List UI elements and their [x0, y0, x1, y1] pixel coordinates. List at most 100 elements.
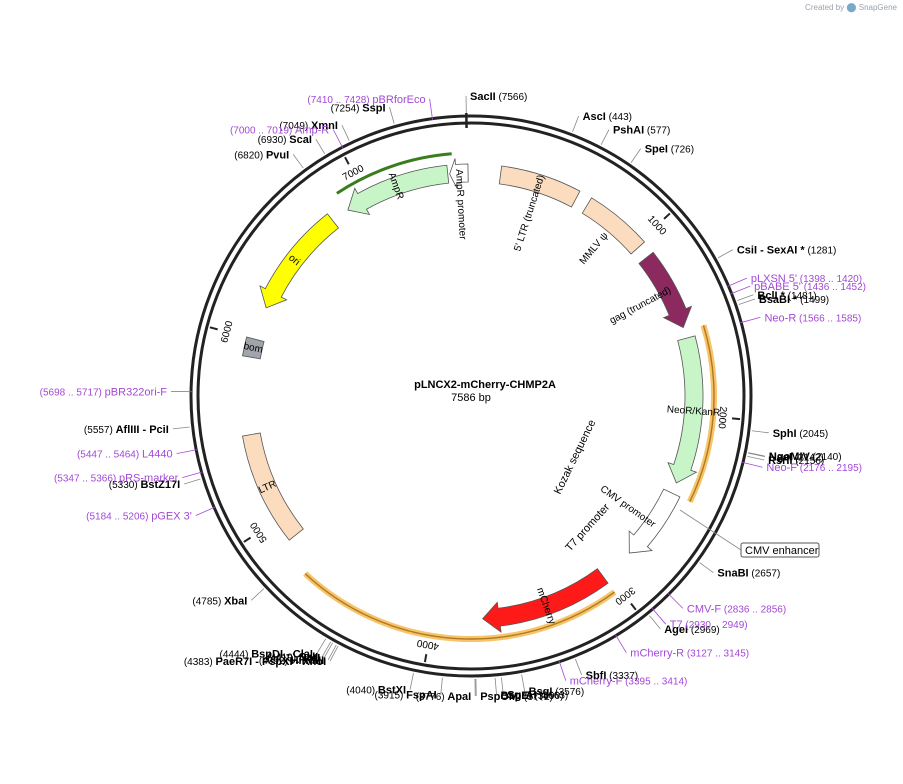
leader-line — [630, 148, 642, 163]
enzyme-site-bcli: BclI * (1481) — [757, 290, 816, 302]
leader-line — [737, 294, 754, 301]
ring-tick-mark — [344, 156, 350, 165]
leader-line — [494, 677, 497, 695]
created-by-credit: Created by ⬤ SnapGene — [805, 2, 897, 13]
primer-plxsn-5: pLXSN 5' (1398 .. 1420) — [751, 273, 862, 285]
leader-line — [251, 588, 265, 601]
plasmid-length: 7586 bp — [451, 392, 491, 404]
primer-leader — [332, 129, 344, 149]
primer-leader — [429, 98, 433, 120]
inner-label-kozak: Kozak sequence — [552, 418, 598, 496]
enzyme-site-sgrai: SgrAI (3663) — [507, 689, 568, 701]
enzyme-site-spei: SpeI (726) — [645, 144, 694, 156]
feature-label-mmlv: MMLV ψ — [578, 231, 611, 267]
feature-bom — [242, 336, 265, 360]
leader-line — [409, 673, 414, 690]
highlight-arc-orange-core — [689, 325, 715, 503]
backbone-ring — [189, 114, 753, 678]
leader-line — [699, 562, 714, 574]
leader-line — [521, 674, 526, 692]
enzyme-site-pspomi: PspOMI (3772) — [480, 691, 553, 703]
enzyme-site-pvui: (6820) PvuI — [234, 149, 289, 161]
leader-line — [323, 642, 333, 658]
ring-tick-mark — [663, 212, 671, 220]
enzyme-site-xmni: (7049) XmnI — [279, 120, 338, 132]
ring-tick-label: 6000 — [219, 319, 235, 344]
leader-line — [321, 641, 332, 657]
highlight-arc-orange-core — [304, 573, 615, 640]
ring-tick-label: 7000 — [341, 163, 366, 183]
enzyme-site-asci: AscI (443) — [583, 111, 632, 123]
ring-tick-mark — [209, 326, 218, 331]
feature-mcherry — [482, 568, 609, 633]
enzyme-site-bstxi: (4040) BstXI — [346, 685, 406, 697]
enzyme-site-bsabi: BsaBI * (1499) — [759, 294, 829, 306]
feature-label-ori: ori — [286, 253, 302, 268]
primer-t7: T7 (2930 .. 2949) — [670, 619, 748, 631]
cmv-enhancer-callout: CMV enhancer — [679, 509, 820, 558]
primer-leader — [741, 461, 763, 468]
primer-prs-marker: (5347 .. 5366) pRS-marker — [54, 473, 179, 485]
primer-leader — [615, 634, 627, 653]
leader-line — [717, 249, 734, 259]
feature-gag-truncated — [638, 251, 693, 329]
leader-line — [389, 107, 395, 124]
ring-tick-mark — [731, 417, 741, 421]
enzyme-site-apai: (3776) ApaI — [416, 691, 472, 703]
ring-tick-label: 2000 — [715, 406, 728, 430]
leader-line — [748, 452, 765, 457]
leader-line — [574, 658, 583, 676]
enzyme-site-paer7i-pspxi-xhoi: (4383) PaeR7I - PspXI - XhoI — [184, 656, 326, 668]
feature-ltr — [242, 432, 304, 541]
enzyme-site-bstz17i: (5330) BstZ17I — [109, 479, 180, 491]
leader-line — [501, 677, 504, 695]
credit-prefix: Created by — [805, 3, 845, 12]
plasmid-name: pLNCX2-mCherry-CHMP2A — [414, 379, 556, 391]
feature-label-bom: bom — [242, 341, 263, 356]
feature-mmlv — [581, 197, 646, 255]
feature-cmv-promoter — [628, 488, 681, 554]
primer-leader — [667, 593, 684, 609]
primer-leader — [182, 471, 203, 478]
enzyme-site-rsrii: RsrII (2156) — [768, 455, 824, 467]
enzyme-site-ngomiv: NgoMIV (2140) — [769, 451, 842, 463]
primer-leader — [651, 607, 667, 625]
enzyme-site-sbfi: SbfI (3337) — [586, 670, 638, 682]
enzyme-site-agei: AgeI (2969) — [664, 624, 720, 636]
leader-line — [316, 638, 327, 654]
leader-line — [292, 154, 304, 169]
enzyme-site-snabi: SnaBI (2657) — [717, 568, 780, 580]
enzyme-site-noti: (4410) NotI — [267, 653, 320, 665]
highlight-arc-green — [336, 152, 452, 195]
leader-line — [738, 298, 756, 305]
leader-line — [172, 426, 190, 430]
ring-tick-label: 5000 — [248, 519, 270, 544]
leader-line — [748, 452, 765, 457]
cmv-enhancer-leader — [679, 509, 742, 551]
enzyme-site-sphi: SphI (2045) — [773, 428, 829, 440]
primer-leader — [195, 506, 216, 516]
leader-line — [600, 129, 610, 145]
primer-leader — [730, 285, 751, 295]
feature-label-gag-truncated: gag (truncated) — [608, 285, 673, 327]
leader-line — [751, 430, 769, 434]
enzyme-site-sspi: (7254) SspI — [331, 102, 386, 114]
ring-tick-label: 3000 — [612, 584, 637, 607]
enzyme-site-afliii-pcii: (5557) AflIII - PciI — [84, 424, 169, 436]
enzyme-site-sacii: SacII (7566) — [470, 91, 527, 103]
primer-leader — [740, 316, 761, 324]
leader-line — [572, 115, 579, 132]
leader-line — [329, 645, 339, 662]
primer-cmv-f: CMV-F (2836 .. 2856) — [687, 603, 786, 615]
leader-line — [184, 478, 201, 485]
leader-line — [341, 125, 350, 141]
primer-leader — [727, 277, 748, 287]
feature-label-neor-kanr: NeoR/KanR — [666, 404, 720, 419]
enzyme-site-bspei: BspEI (3690) — [501, 690, 564, 702]
inner-label-t7-promoter: T7 promoter — [563, 501, 612, 554]
primer-pgex-3: (5184 .. 5206) pGEX 3' — [86, 510, 192, 522]
feature-ori — [259, 213, 340, 309]
enzyme-site-csii-sexai: CsiI - SexAI * (1281) — [737, 245, 837, 257]
primer-leader — [558, 660, 567, 681]
enzyme-site-fspai: (3915) FspAI — [374, 689, 436, 701]
